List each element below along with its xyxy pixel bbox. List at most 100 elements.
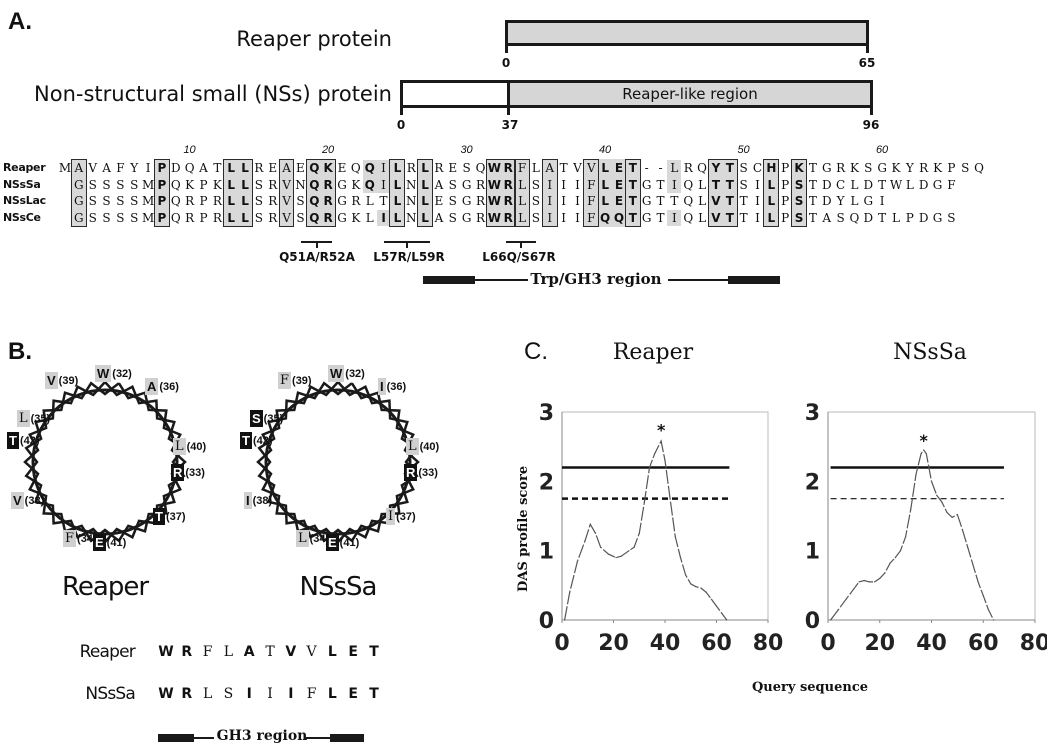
residue: I <box>672 177 677 192</box>
conserved-block-box <box>486 159 517 227</box>
das-data-point <box>576 560 579 562</box>
residue: S <box>296 210 305 225</box>
residue: R <box>406 161 416 175</box>
residue: L <box>421 161 429 175</box>
residue-chip: V <box>45 372 58 389</box>
residue: A <box>434 177 444 192</box>
residue: V <box>282 177 291 192</box>
residue: F <box>587 194 596 208</box>
das-data-point <box>961 529 964 531</box>
residue: T <box>725 161 734 175</box>
residue: G <box>932 210 943 225</box>
wheel-residue: E(41) <box>93 534 126 551</box>
residue: A <box>282 161 291 175</box>
conserved-block-box <box>514 159 530 227</box>
residue: G <box>74 194 84 208</box>
residue-chip: I <box>244 492 252 509</box>
das-data-point <box>889 562 891 564</box>
residue: R <box>212 194 222 208</box>
residue: G <box>863 194 874 208</box>
residue: W <box>487 194 501 208</box>
residue-chip: V <box>11 492 24 509</box>
comparison-residue: R <box>181 686 193 702</box>
wheel-residue: T(37) <box>153 508 186 525</box>
comparison-residue: L <box>327 644 337 660</box>
conserved-column-shade <box>70 159 87 227</box>
wheel-residue: T(42) <box>240 432 273 449</box>
das-data-point <box>853 588 855 590</box>
conserved-column-shade <box>306 159 336 227</box>
conserved-block-box <box>153 159 170 227</box>
residue-chip: W <box>95 365 112 382</box>
reaper-protein-label: Reaper protein <box>236 27 392 51</box>
residue: Q <box>683 194 694 208</box>
nss-reaper-like-bar <box>507 80 873 108</box>
das-data-point <box>845 598 847 600</box>
wheel-residue: V(39) <box>45 372 78 389</box>
residue: Q <box>475 161 486 175</box>
residue-position: (35) <box>30 412 51 425</box>
residue: E <box>337 161 347 175</box>
residue: G <box>877 161 887 175</box>
residue-chip: I <box>386 508 396 525</box>
comparison-residue: L <box>223 644 234 660</box>
chart-title-nsssa: NSsSa <box>893 340 967 365</box>
gh3-region-label: GH3 region <box>216 728 308 744</box>
position-number: 50 <box>737 144 750 156</box>
residue: A <box>199 161 208 175</box>
residue-position: (33) <box>418 466 438 479</box>
residue: G <box>641 177 652 192</box>
residue: T <box>559 161 568 175</box>
similar-residue-shade <box>362 160 377 177</box>
residue: L <box>365 194 374 208</box>
comparison-residue: A <box>243 644 255 660</box>
residue-position: (35) <box>263 412 284 425</box>
comparison-residue: W <box>158 644 174 660</box>
residue-position: (34) <box>309 532 330 545</box>
comparison-name-nsssa: NSsSa <box>85 684 135 704</box>
residue: M <box>141 177 155 192</box>
y-tick-label: 2 <box>805 470 820 495</box>
residue: S <box>130 177 139 192</box>
das-data-point <box>584 539 586 541</box>
residue: T <box>628 194 637 208</box>
position-number: 40 <box>598 144 612 156</box>
residue: T <box>213 161 222 175</box>
similar-residue-shade <box>515 176 529 193</box>
residue: S <box>254 177 263 192</box>
wheel-residue: R(33) <box>404 464 438 481</box>
reaper-tick-end <box>866 44 869 53</box>
residue: G <box>821 161 832 175</box>
residue-position: (38) <box>24 494 45 507</box>
residue: E <box>614 161 624 175</box>
comparison-residue: F <box>202 644 213 660</box>
das-data-point <box>967 546 969 548</box>
das-data-point <box>600 546 602 548</box>
residue: S <box>116 177 125 192</box>
das-data-point <box>863 579 865 582</box>
comparison-residue: I <box>246 686 252 702</box>
residue: L <box>670 161 679 175</box>
residue: T <box>878 177 887 192</box>
similar-residue-shade <box>667 160 682 177</box>
residue: T <box>739 194 748 208</box>
residue: L <box>698 177 707 192</box>
residue: I <box>575 177 580 192</box>
residue-position: (41) <box>106 536 127 549</box>
residue: L <box>601 194 609 208</box>
panel-a-label: A. <box>8 8 32 35</box>
wheel-residue: F(34) <box>63 530 97 547</box>
residue: A <box>545 161 555 175</box>
residue-chip: E <box>93 534 106 551</box>
residue: L <box>393 194 402 208</box>
residue-chip: R <box>171 464 185 481</box>
nss-tick-start <box>400 106 403 115</box>
residue: K <box>849 161 859 175</box>
residue: L <box>892 210 900 225</box>
residue: K <box>794 161 804 175</box>
residue: S <box>254 194 263 208</box>
das-data-point <box>993 619 995 621</box>
residue: T <box>808 194 817 208</box>
das-data-point <box>873 581 876 583</box>
residue: L <box>421 210 429 225</box>
